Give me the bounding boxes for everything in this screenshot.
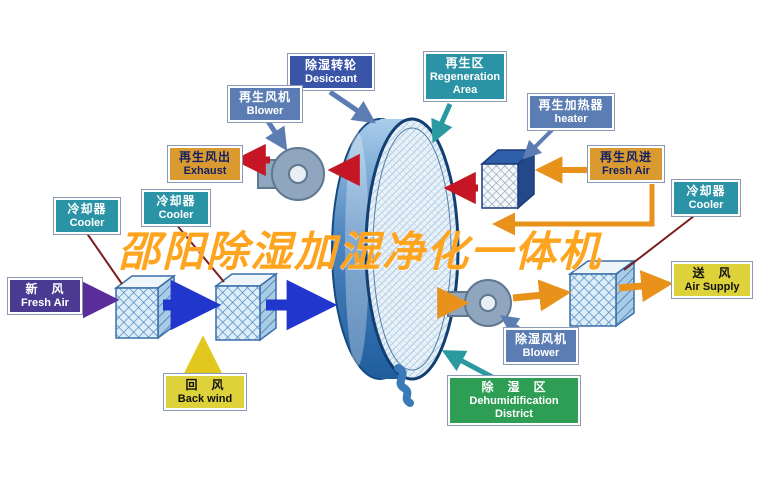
- label-regen-fresh-air: 再生风进 Fresh Air: [588, 146, 664, 183]
- regeneration-fan: [257, 147, 325, 201]
- label-cooler-left-zh: 冷却器: [67, 202, 107, 216]
- label-regeneration-area-en: Regeneration Area: [429, 70, 501, 97]
- label-air-supply-zh: 送 风: [692, 266, 732, 280]
- label-cooler-right: 冷却器 Cooler: [672, 180, 740, 217]
- label-exhaust-zh: 再生风出: [178, 150, 231, 164]
- label-fresh-air: 新 风 Fresh Air: [8, 278, 82, 315]
- label-exhaust: 再生风出 Exhaust: [168, 146, 242, 183]
- heater-block: [480, 148, 536, 210]
- rotor-seal-strip: [394, 364, 414, 407]
- arrow-fan-to-hx3: [512, 279, 572, 312]
- label-regen-heater-zh: 再生加热器: [538, 98, 604, 112]
- heat-exchanger-left: [113, 274, 177, 340]
- label-regen-fresh-air-zh: 再生风进: [599, 150, 652, 164]
- leader-cooler-middle: [175, 223, 225, 283]
- watermark-text: 邵阳除湿加湿净化一体机: [118, 228, 603, 275]
- arrow-dehumidification-area-pointer: [441, 350, 496, 381]
- rotor-highlight: [345, 131, 369, 367]
- label-cooler-middle-en: Cooler: [158, 208, 194, 221]
- label-fresh-air-en: Fresh Air: [21, 296, 69, 309]
- label-regen-fresh-air-en: Fresh Air: [602, 164, 650, 177]
- label-dehumidification-district-en: Dehumidification District: [469, 394, 559, 421]
- label-cooler-right-en: Cooler: [688, 198, 724, 211]
- arrow-regeneration-area-pointer: [431, 102, 453, 144]
- label-cooler-left: 冷却器 Cooler: [54, 198, 120, 235]
- label-fresh-air-zh: 新 风: [25, 282, 65, 296]
- label-regen-blower: 再生风机 Blower: [228, 86, 302, 123]
- label-desiccant-en: Desiccant: [305, 72, 357, 85]
- label-dehumid-blower-en: Blower: [522, 346, 560, 359]
- label-dehumid-blower: 除湿风机 Blower: [504, 328, 578, 365]
- label-back-wind-en: Back wind: [177, 392, 233, 405]
- label-desiccant-zh: 除湿转轮: [304, 58, 357, 72]
- airflow-arrows: [80, 89, 695, 381]
- label-back-wind: 回 风 Back wind: [164, 374, 246, 411]
- leader-cooler-left: [85, 231, 123, 285]
- rotor-face: [364, 117, 460, 381]
- leader-desiccant: [328, 89, 376, 124]
- arrow-hx3-to-supply: [618, 270, 674, 303]
- label-air-supply-en: Air Supply: [684, 280, 740, 293]
- label-regen-heater: 再生加热器 heater: [528, 94, 614, 131]
- label-cooler-middle: 冷却器 Cooler: [142, 190, 210, 227]
- label-regen-blower-zh: 再生风机: [238, 90, 291, 104]
- leader-cooler-right: [623, 215, 695, 271]
- heat-exchanger-middle: [213, 272, 279, 342]
- label-air-supply: 送 风 Air Supply: [672, 262, 752, 299]
- label-regen-heater-en: heater: [554, 112, 588, 125]
- label-dehumidification-district: 除 湿 区 Dehumidification District: [448, 376, 580, 426]
- label-dehumidification-district-zh: 除 湿 区: [481, 380, 547, 394]
- label-cooler-middle-zh: 冷却器: [156, 194, 196, 208]
- label-back-wind-zh: 回 风: [185, 378, 225, 392]
- arrow-regen-fresh-air-duct: [492, 184, 655, 236]
- label-regen-blower-en: Blower: [246, 104, 284, 117]
- label-dehumid-blower-zh: 除湿风机: [514, 332, 567, 346]
- label-regeneration-area: 再生区 Regeneration Area: [424, 52, 506, 102]
- label-desiccant: 除湿转轮 Desiccant: [288, 54, 374, 91]
- label-cooler-right-zh: 冷却器: [686, 184, 726, 198]
- label-exhaust-en: Exhaust: [183, 164, 227, 177]
- label-cooler-left-en: Cooler: [69, 216, 105, 229]
- label-regeneration-area-zh: 再生区: [445, 56, 485, 70]
- leader-heater: [522, 128, 554, 160]
